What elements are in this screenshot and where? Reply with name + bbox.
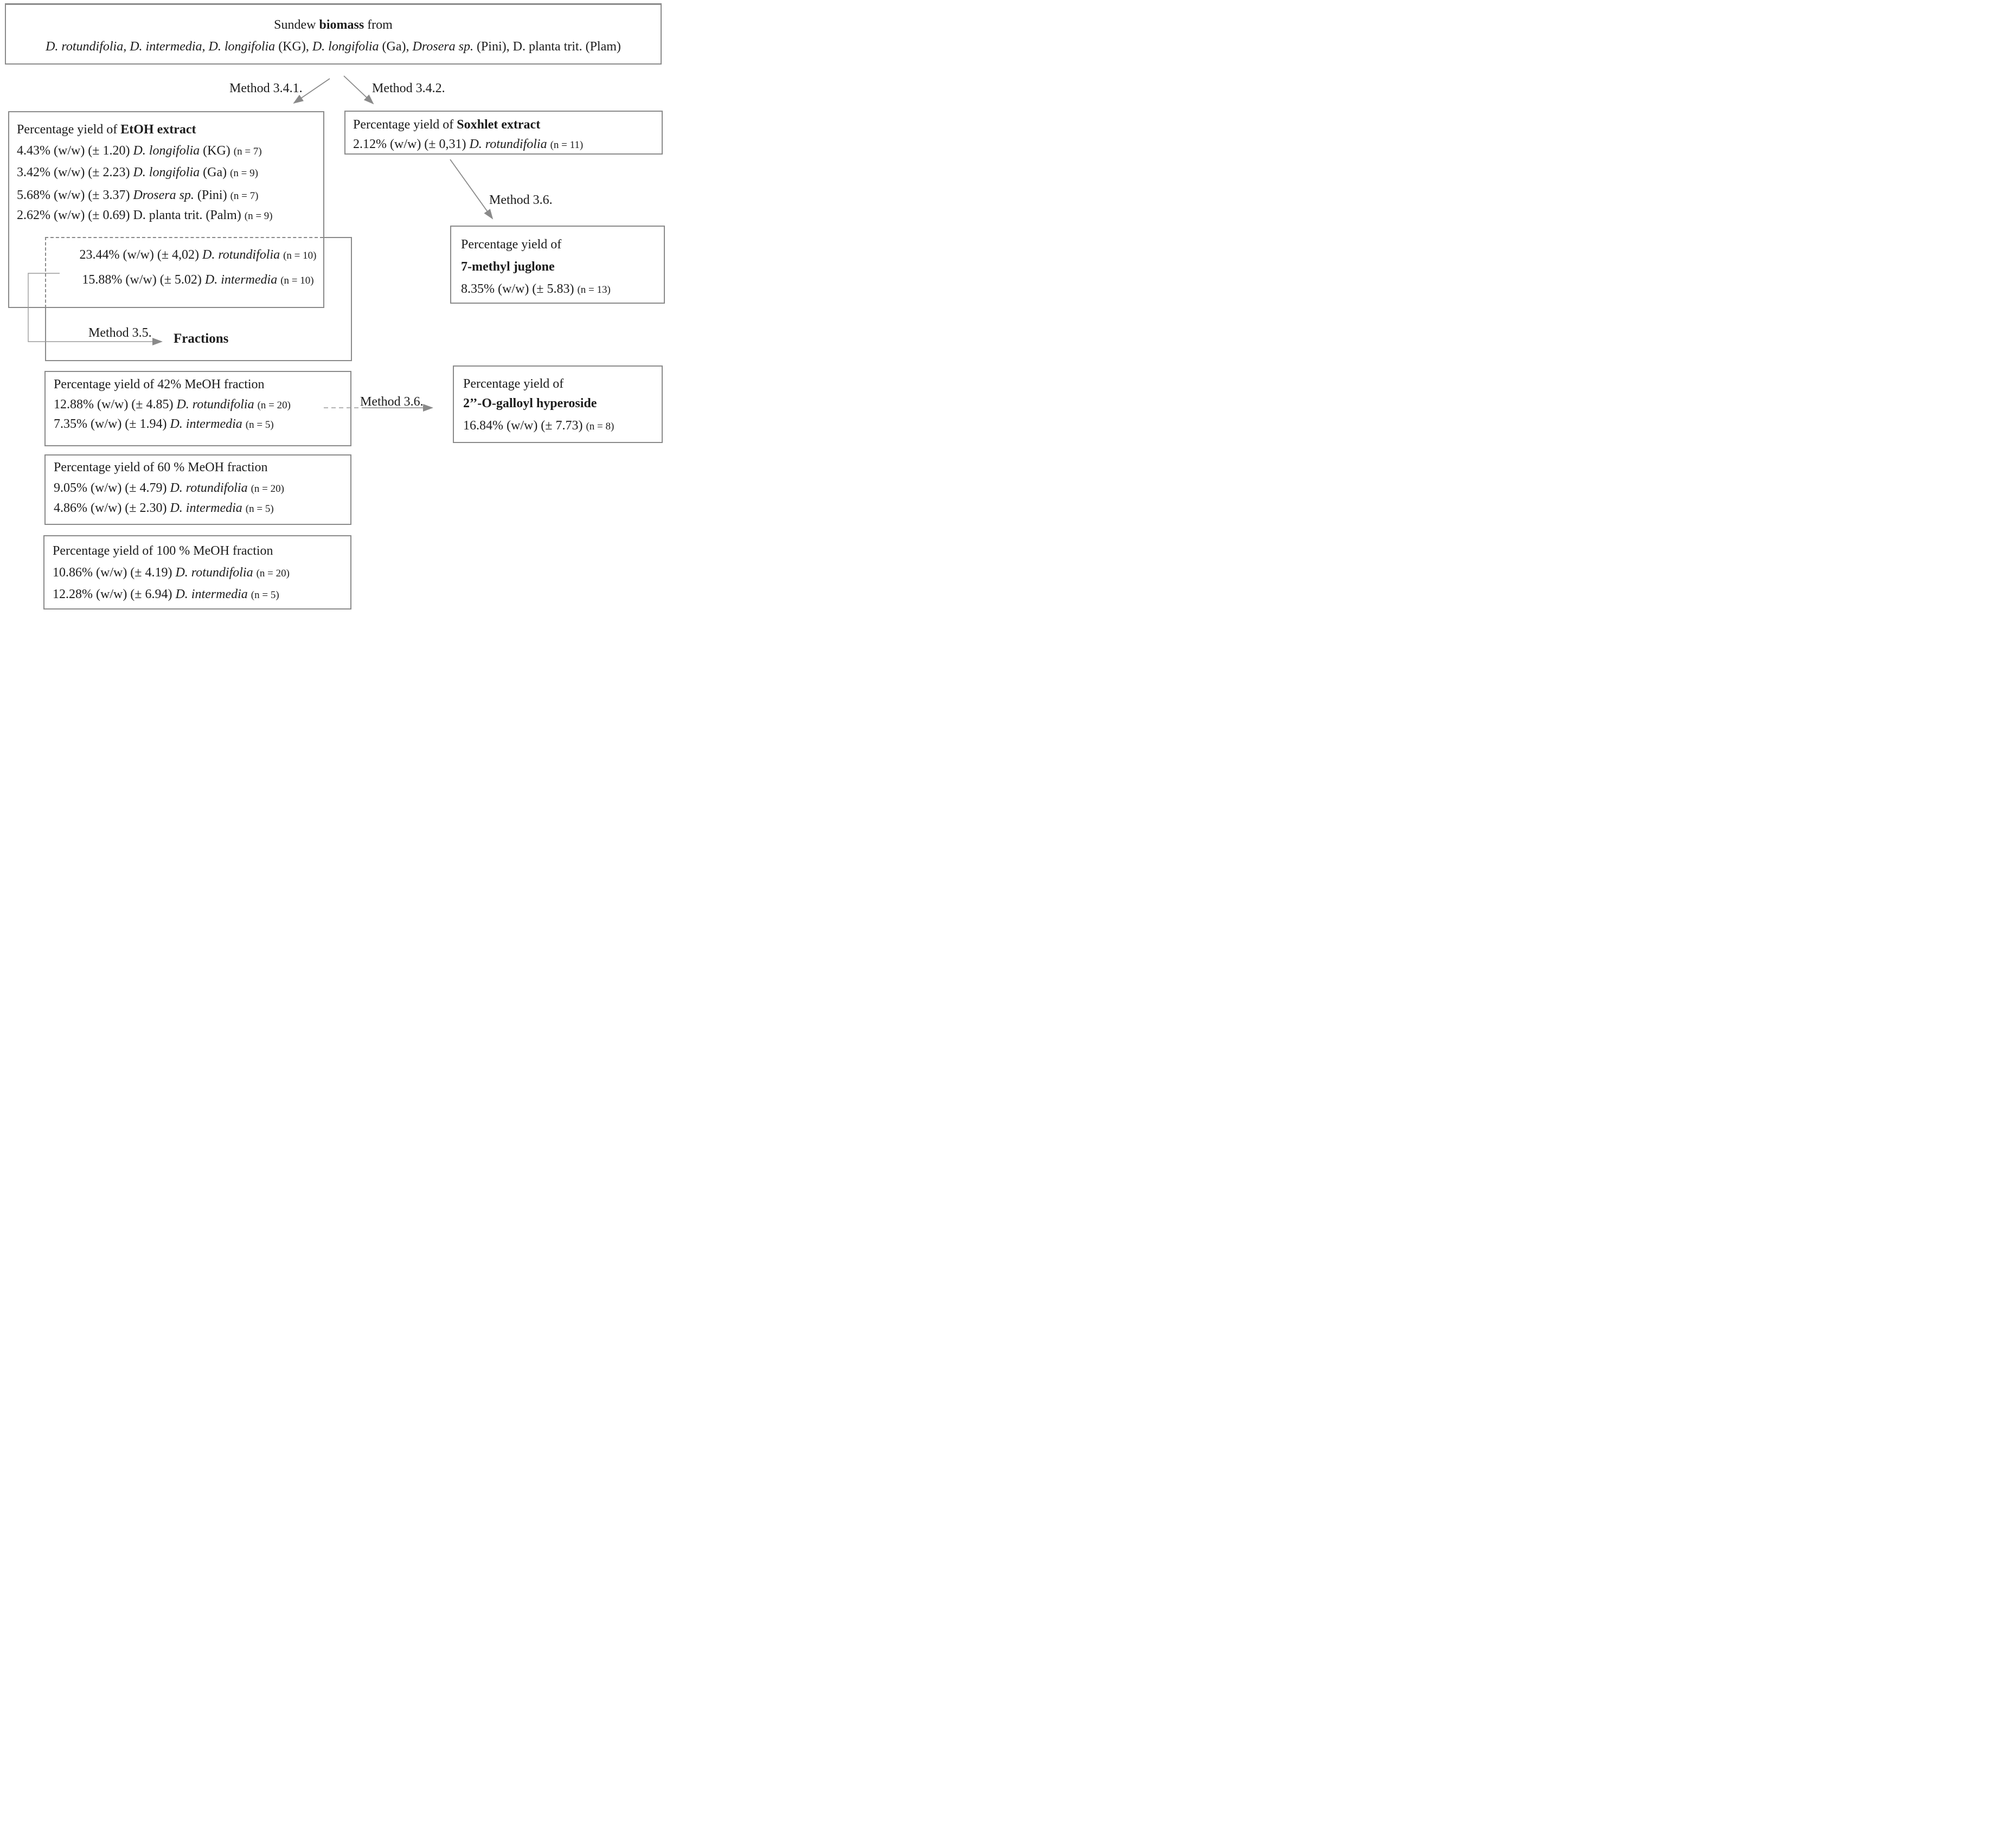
yield-line: 8.35% (w/w) (± 5.83) (n = 13) <box>461 282 611 296</box>
yield-line: 4.43% (w/w) (± 1.20) D. longifolia (KG) … <box>17 144 262 158</box>
label-fractions: Fractions <box>174 331 229 346</box>
solid-edge-left <box>45 308 46 361</box>
yield-line: 10.86% (w/w) (± 4.19) D. rotundifolia (n… <box>53 566 290 580</box>
yield-line: 7.35% (w/w) (± 1.94) D. intermedia (n = … <box>54 417 274 431</box>
label-method-3-6-mid: Method 3.6. <box>360 395 424 409</box>
galloyl-hyperoside-box: Percentage yield of 2’’-O-galloyl hypero… <box>453 365 663 443</box>
yield-line: 2.12% (w/w) (± 0,31) D. rotundifolia (n … <box>353 137 584 151</box>
yield-line: 9.05% (w/w) (± 4.79) D. rotundifolia (n … <box>54 481 284 495</box>
meoh-42-title: Percentage yield of 42% MeOH fraction <box>54 377 265 392</box>
yield-line: 12.28% (w/w) (± 6.94) D. intermedia (n =… <box>53 587 279 601</box>
yield-line: 2.62% (w/w) (± 0.69) D. planta trit. (Pa… <box>17 208 273 222</box>
yield-line: 5.68% (w/w) (± 3.37) Drosera sp. (Pini) … <box>17 188 259 202</box>
flow-diagram: Sundew biomass from D. rotundifolia, D. … <box>0 0 668 616</box>
arrow-method-36-top-icon <box>450 159 494 220</box>
yield-line: 23.44% (w/w) (± 4,02) D. rotundifolia (n… <box>79 248 317 262</box>
yield-line: 12.88% (w/w) (± 4.85) D. rotundifolia (n… <box>54 397 291 412</box>
soxhlet-extract-box: Percentage yield of Soxhlet extract 2.12… <box>344 111 663 155</box>
etoh-title: Percentage yield of EtOH extract <box>17 123 196 137</box>
label-method-3-4-1: Method 3.4.1. <box>229 81 303 95</box>
dashed-edge-left <box>45 237 46 308</box>
yield-line: 15.88% (w/w) (± 5.02) D. intermedia (n =… <box>82 273 314 287</box>
yield-line: 4.86% (w/w) (± 2.30) D. intermedia (n = … <box>54 501 274 515</box>
galloyl-name: 2’’-O-galloyl hyperoside <box>463 396 597 410</box>
biomass-title: Sundew biomass from <box>274 18 393 32</box>
solid-edge-top <box>323 237 352 238</box>
arrow-method-342-icon <box>343 75 374 105</box>
etoh-extract-box: Percentage yield of EtOH extract 4.43% (… <box>8 111 324 308</box>
dashed-edge-top <box>45 237 323 238</box>
meoh-100-box: Percentage yield of 100 % MeOH fraction … <box>43 535 351 609</box>
meoh-42-box: Percentage yield of 42% MeOH fraction 12… <box>44 371 351 446</box>
methyl-juglone-box: Percentage yield of 7-methyl juglone 8.3… <box>450 226 665 304</box>
meoh-100-title: Percentage yield of 100 % MeOH fraction <box>53 544 273 558</box>
biomass-species-list: D. rotundifolia, D. intermedia, D. longi… <box>46 40 621 54</box>
juglone-title: Percentage yield of <box>461 238 562 252</box>
yield-line: 3.42% (w/w) (± 2.23) D. longifolia (Ga) … <box>17 165 258 179</box>
meoh-60-title: Percentage yield of 60 % MeOH fraction <box>54 460 268 474</box>
soxhlet-title: Percentage yield of Soxhlet extract <box>353 118 541 132</box>
galloyl-title: Percentage yield of <box>463 377 564 391</box>
fractions-overlap-box: 23.44% (w/w) (± 4,02) D. rotundifolia (n… <box>45 237 352 361</box>
juglone-name: 7-methyl juglone <box>461 260 555 274</box>
label-method-3-6-top: Method 3.6. <box>489 193 553 207</box>
label-method-3-4-2: Method 3.4.2. <box>372 81 445 95</box>
yield-line: 16.84% (w/w) (± 7.73) (n = 8) <box>463 419 614 433</box>
meoh-60-box: Percentage yield of 60 % MeOH fraction 9… <box>44 454 351 525</box>
biomass-source-box: Sundew biomass from D. rotundifolia, D. … <box>5 3 662 65</box>
